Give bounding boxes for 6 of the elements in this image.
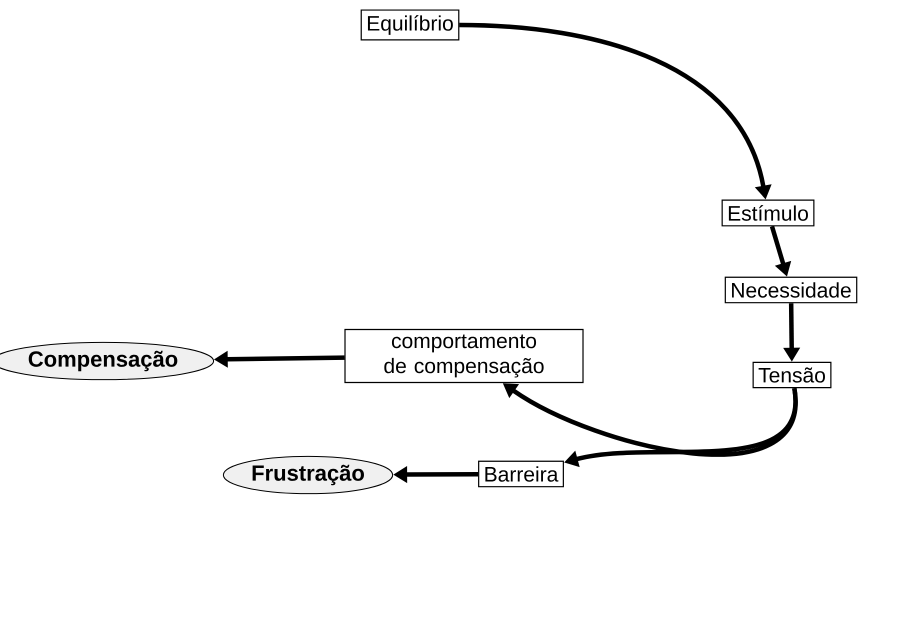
process-box: Equilíbrio [360, 9, 460, 40]
process-box: Tensão [752, 362, 832, 388]
process-box: Estímulo [722, 200, 814, 226]
process-box: comportamento de compensação [344, 328, 584, 384]
process-box: Necessidade [724, 276, 858, 304]
process-box: Barreira [478, 460, 564, 488]
